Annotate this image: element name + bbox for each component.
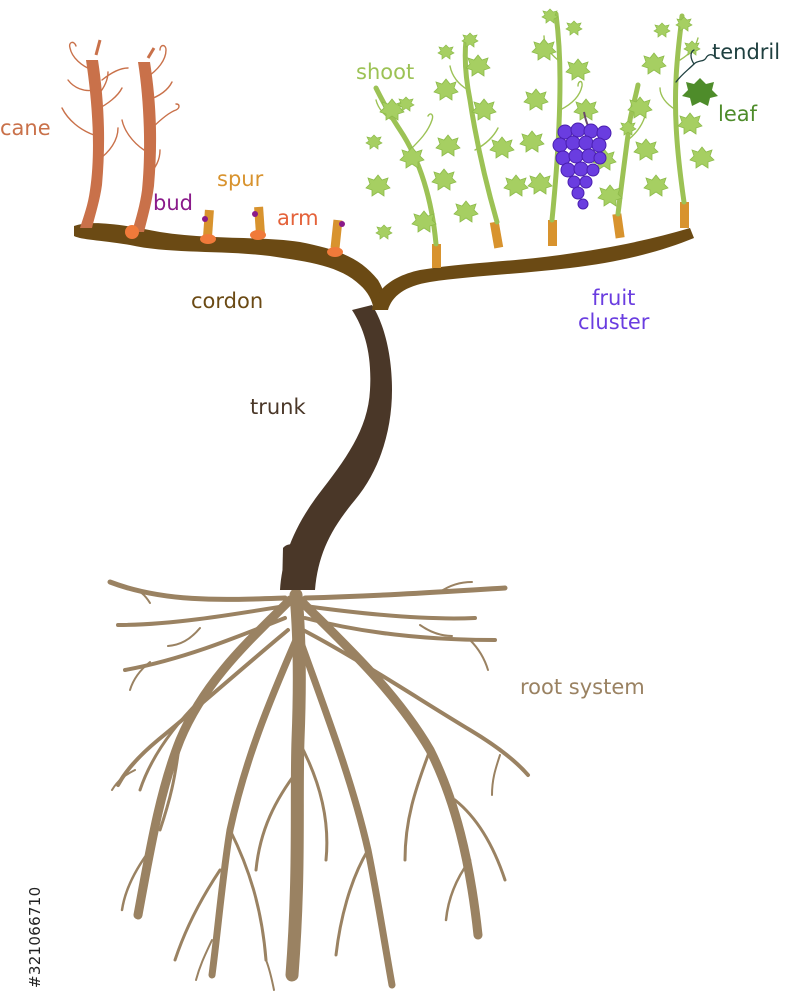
label-spur: spur: [217, 167, 264, 191]
spurs: [200, 202, 689, 268]
highlight-tendril: [675, 49, 715, 83]
label-fruit-line1: fruit: [592, 286, 636, 310]
label-shoot: shoot: [356, 60, 415, 84]
stock-id-text: #321066710: [26, 886, 44, 988]
label-tendril: tendril: [712, 40, 781, 64]
label-root-system: root system: [520, 675, 645, 699]
label-leaf: leaf: [718, 102, 758, 126]
stock-id-watermark: #321066710: [4, 768, 44, 988]
label-arm: arm: [277, 206, 319, 230]
canes: [61, 39, 180, 239]
cordon: [74, 223, 694, 310]
label-fruit-line2: cluster: [578, 310, 650, 335]
fruit-cluster: [552, 111, 612, 210]
root-system: [107, 579, 530, 991]
label-bud: bud: [153, 191, 193, 215]
label-trunk: trunk: [250, 395, 306, 419]
trunk: [280, 305, 392, 590]
label-cordon: cordon: [191, 289, 264, 313]
highlight-leaf: [682, 78, 718, 106]
label-cane: cane: [0, 116, 51, 140]
leaves: [365, 8, 715, 240]
shoots: [373, 11, 687, 247]
label-fruit-cluster: fruit cluster: [578, 286, 649, 334]
